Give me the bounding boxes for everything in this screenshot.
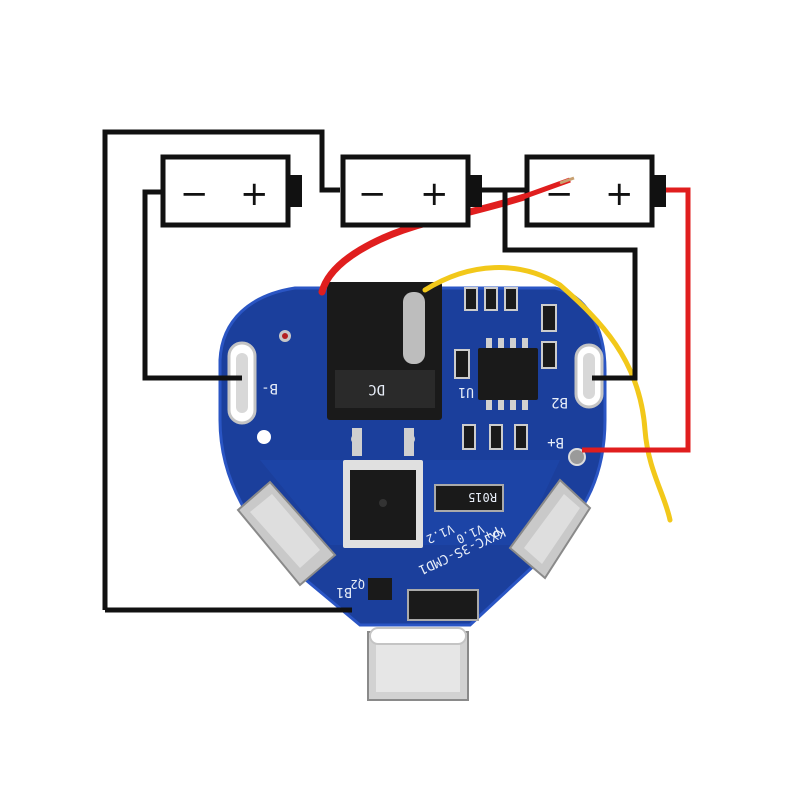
sense-resistor-body [434,484,504,512]
dc-connector-face [335,370,435,408]
pad-label-b1: B1 [336,584,352,599]
dc-connector-pin [403,292,425,364]
terminal-tab-left [236,480,337,587]
via-red-center [282,333,288,339]
smd-mid3 [514,424,528,450]
terminal-tab-right [508,478,592,580]
smd-top3 [504,287,518,311]
smd-top1 [464,287,478,311]
red-wire-strands [559,176,575,185]
wire-b2 [502,190,638,381]
battery-1: − + [160,154,302,228]
battery-2-body [340,154,471,228]
pad-label-b-minus: B- [261,380,278,396]
mosfet-q1-mark [379,499,387,507]
dc-connector: DC [327,282,442,420]
smd-c1 [541,341,557,369]
smd-r1 [541,304,557,332]
ic-u1-pins [486,338,528,410]
battery-3: − + [524,154,666,228]
smd-mid1 [462,424,476,450]
battery-2: − + [340,154,482,228]
pad-label-b-plus: B+ [547,434,564,450]
battery-1-terminal [288,175,302,207]
transistor-q2: Q2 [351,577,392,600]
battery-2-minus: − [358,174,387,214]
battery-3-plus: + [605,174,634,214]
battery-2-plus: + [420,174,449,214]
battery-3-terminal [652,175,666,207]
sense-resistor: R015 [434,484,504,512]
wire-b-minus [142,189,242,381]
transistor-q2-label: Q2 [351,577,365,591]
via-small-1 [351,434,361,444]
via-b-plus [568,448,586,466]
pad-label-p-plus: P+ [481,523,502,543]
smd-r3 [454,349,470,379]
smd-mid2 [489,424,503,450]
red-wire-b-plus [582,187,691,453]
battery-1-minus: − [180,174,209,214]
pad-b-minus [227,341,257,425]
battery-3-body [524,154,655,228]
ic-u1: U1 [458,338,538,410]
ic-u1-label: U1 [458,384,474,399]
bottom-diode [407,589,479,621]
pad-label-b2: B2 [551,394,568,410]
ic-u1-body [478,348,538,400]
transistor-q2-body [368,578,392,600]
smd-components [454,287,557,450]
dc-connector-label: DC [368,381,385,397]
bottom-diode-body [407,589,479,621]
sense-resistor-label: R015 [468,490,497,504]
mounting-hole-left [257,430,271,444]
black-wires [102,129,638,613]
via-small-2 [405,434,415,444]
battery-2-terminal [468,175,482,207]
smd-top2 [484,287,498,311]
battery-1-plus: + [240,174,269,214]
yellow-wire [422,265,673,523]
terminal-tab-bottom [367,627,469,701]
wire-outer-loop [102,129,340,610]
